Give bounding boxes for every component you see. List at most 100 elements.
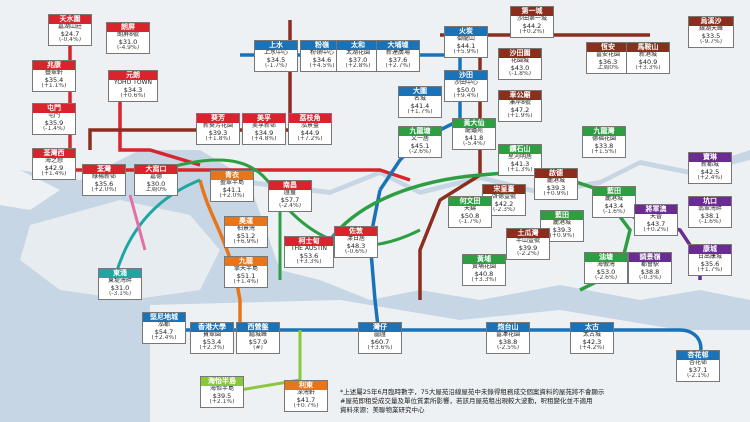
rent-change: (+6.9%) <box>233 239 259 246</box>
estate-name: 海之戀 <box>44 158 63 165</box>
rent-price: $40.9 <box>638 58 658 66</box>
rent-change: (-2.6%) <box>408 149 432 156</box>
station-card-tiu-keng-leng: 調景嶺 都會駅 $38.8 (-0.3%) <box>628 252 672 284</box>
rent-price: $42.5 <box>700 168 720 176</box>
estate-name: 綠楊新邨 <box>91 174 116 181</box>
rent-price: $38.8 <box>498 338 518 346</box>
estate-name: 星河明居 <box>507 154 532 161</box>
rent-price: $50.0 <box>456 86 476 94</box>
rent-price: $41.3 <box>510 160 530 168</box>
station-card-yuen-long: 元朗 YOHO TOWN $34.3 (+0.6%) <box>108 70 158 102</box>
estate-name: 泓都 <box>157 322 170 329</box>
rent-price: $39.3 <box>552 226 572 234</box>
station-card-jordan: 佐敦 漾日居 $48.3 (-0.6%) <box>334 226 378 258</box>
estate-name: 麗港城 <box>546 178 565 185</box>
station-name: 九龍灣 <box>583 127 625 137</box>
station-name: 屯門 <box>33 104 75 114</box>
station-card-first-city: 第一城 沙田第一城 $44.2 (+0.2%) <box>510 6 554 38</box>
station-name: 荔枝角 <box>289 114 331 124</box>
station-name: 荃灣西 <box>33 149 75 159</box>
tuen-ma-line-east <box>418 35 482 300</box>
estate-name: 黃埔花園 <box>471 264 496 271</box>
station-name: 南昌 <box>269 181 311 191</box>
estate-name: 囍匯 <box>373 332 386 339</box>
rent-price: $39.3 <box>546 184 566 192</box>
rent-price: $43.7 <box>646 220 666 228</box>
rent-price: $35.6 <box>700 260 720 268</box>
estate-name: 新港城 <box>638 52 657 59</box>
station-name: 將軍澳 <box>635 205 677 215</box>
rent-price: $53.4 <box>202 338 222 346</box>
rent-change: (-2.3%) <box>492 207 516 214</box>
estate-name: THE AUSTIN <box>290 246 328 253</box>
disneyland-line <box>128 194 147 251</box>
station-card-wu-kai-sha: 烏溪沙 銀湖天峰 $33.5 (-9.7%) <box>688 16 734 48</box>
rent-price: $31.0 <box>118 38 138 46</box>
rent-price: $41.4 <box>410 102 430 110</box>
rent-price: $34.3 <box>123 86 143 94</box>
rent-price: $37.1 <box>688 366 708 374</box>
station-name: 康城 <box>689 245 731 255</box>
rent-change: (+3.3%) <box>471 277 497 284</box>
station-name: 利東 <box>285 381 327 391</box>
rent-change: (-1.7%) <box>264 63 288 70</box>
station-name: 佐敦 <box>335 227 377 237</box>
tung-chung-line <box>198 179 242 340</box>
rent-price: $31.0 <box>110 284 130 292</box>
station-card-tseung-kwan-o: 將軍澳 天晉 $43.7 (+0.2%) <box>634 204 678 236</box>
rent-price: $41.8 <box>464 134 484 142</box>
station-name: 青衣 <box>211 171 253 181</box>
estate-name: 銀湖天峰 <box>698 26 723 33</box>
rent-change: (-1.7%) <box>458 219 482 226</box>
rent-price: $44.9 <box>300 129 320 137</box>
estate-name: 漾日居 <box>346 236 365 243</box>
station-name: 美孚 <box>243 114 285 124</box>
rent-price: $35.4 <box>44 76 64 84</box>
station-card-whampoa: 黃埔 黃埔花園 $40.8 (+3.3%) <box>462 254 506 286</box>
estate-name: 天晉 <box>649 214 662 221</box>
station-card-lei-tung: 利東 深灣軒 $41.7 (+0.7%) <box>284 380 328 412</box>
station-card-wan-chai: 灣仔 囍匯 $60.7 (+3.6%) <box>358 322 402 354</box>
estate-name: 粉嶺中心 <box>309 50 334 57</box>
rent-change: (+1.8%) <box>205 136 231 143</box>
estate-name: 新都城 <box>700 162 719 169</box>
station-name: 何文田 <box>449 197 491 207</box>
rent-price: $34.6 <box>312 56 332 64</box>
station-name: 上水 <box>255 41 297 51</box>
station-name: 鑽石山 <box>499 145 541 155</box>
rent-price: $43.0 <box>510 64 530 72</box>
station-card-tin-shui-wai: 天水圍 嘉湖山莊 $24.7 (-0.4%) <box>48 14 92 46</box>
station-card-nam-cheong: 南昌 匯璽 $57.7 (-2.4%) <box>268 180 312 212</box>
rent-change: (+2.8%) <box>345 63 371 70</box>
rent-change: (+2.4%) <box>697 175 723 182</box>
station-card-long-ping: 朗屏 朗屏8號 $31.0 (-4.9%) <box>106 22 150 54</box>
rent-price: $53.0 <box>596 268 616 276</box>
rent-price: $57.9 <box>248 338 268 346</box>
estate-name: 麗港城 <box>604 196 623 203</box>
rent-change: (+1.7%) <box>407 109 433 116</box>
rent-change: (+2.1%) <box>209 399 235 406</box>
rent-price: $37.6 <box>388 56 408 64</box>
station-name: 坑口 <box>689 197 731 207</box>
estate-name: 富澤花園 <box>495 332 520 339</box>
rent-price: $35.6 <box>94 180 114 188</box>
station-card-tai-wo-hau: 荃灣 綠楊新邨 $35.6 (+2.0%) <box>82 164 126 196</box>
station-card-olympic: 奧運 柏景灣 $51.2 (+6.9%) <box>224 216 268 248</box>
estate-name: YOHO TOWN <box>113 80 152 87</box>
rent-change: (+2.3%) <box>199 345 225 352</box>
rent-price: $34.5 <box>266 56 286 64</box>
footnote-line-2: #屋苑即租受成交量及單位質素所影響，若該月屋苑租出現較大波動，呎租變化並不適用 <box>340 396 593 405</box>
rent-price: $35.9 <box>44 119 64 127</box>
rent-change: (-5.4%) <box>462 141 486 148</box>
rent-price: $42.3 <box>582 338 602 346</box>
station-name: 九龍 <box>225 257 267 267</box>
station-name: 灣仔 <box>359 323 401 333</box>
rent-change: (+3.3%) <box>296 259 322 266</box>
station-card-hang-hau: 坑口 翡翠灣畔 $38.1 (-1.6%) <box>688 196 732 228</box>
estate-name: 東堤灣畔 <box>107 278 132 285</box>
rent-change: (-2.5%) <box>496 345 520 352</box>
estate-name: 疊翠軒 <box>44 70 63 77</box>
station-name: 元朗 <box>109 71 157 81</box>
rent-change: (+0.9%) <box>543 191 569 198</box>
estate-name: 御龍山 <box>456 36 475 43</box>
